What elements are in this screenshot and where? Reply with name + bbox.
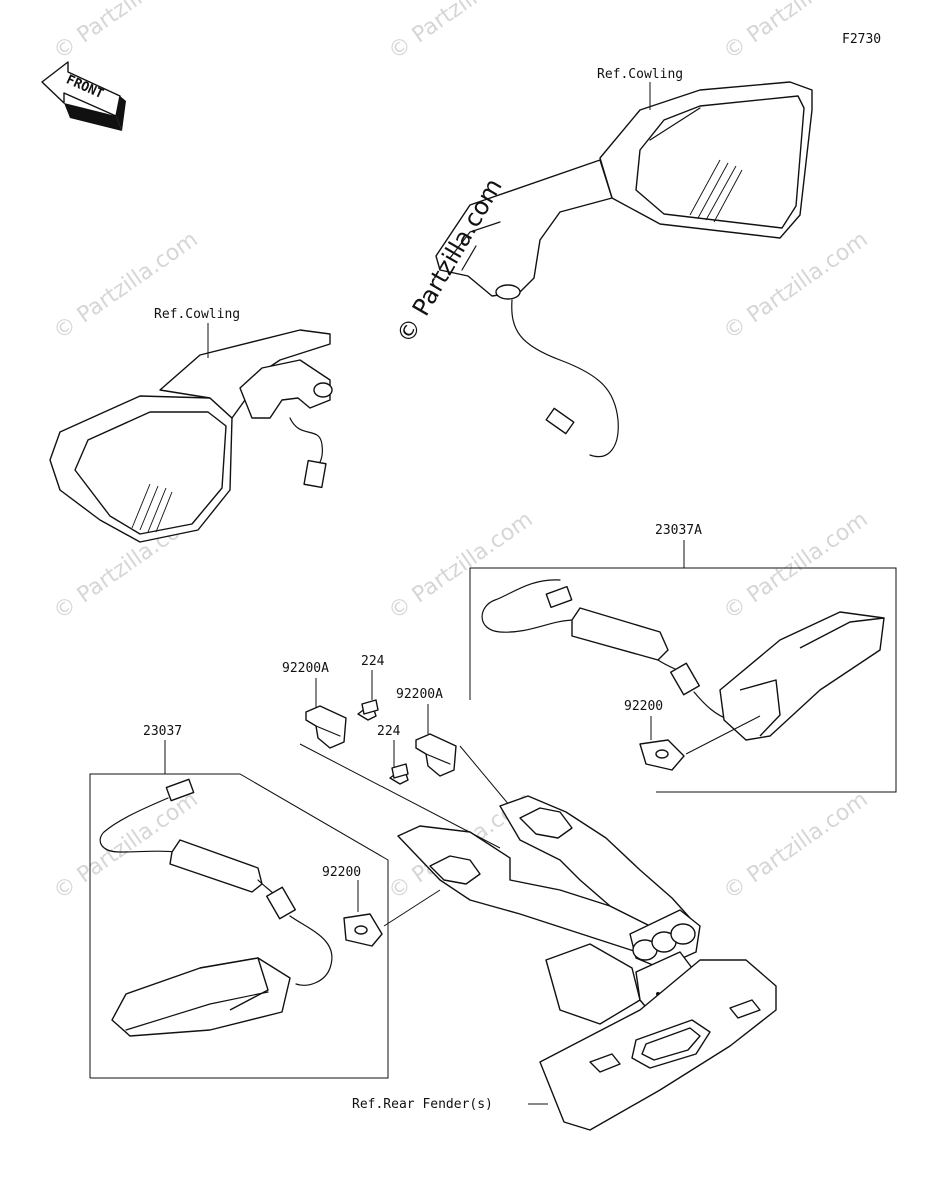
watermark: © Partzilla.com (384, 507, 537, 625)
watermark: © Partzilla.com (49, 0, 202, 65)
rear-fender-assembly: Ref.Rear Fender(s) (352, 795, 777, 1131)
part-label-224-upper: 224 (361, 654, 385, 669)
turn-signal-left-group: 23037 92200 (89, 724, 441, 1079)
front-arrow-icon: FRONT (41, 61, 126, 131)
part-label-92200-left: 92200 (322, 865, 361, 880)
watermark: © Partzilla.com (49, 227, 202, 345)
part-label-92200A-lower: 92200A (396, 687, 443, 702)
part-label-92200A-upper: 92200A (282, 661, 329, 676)
part-label-23037A: 23037A (655, 523, 702, 538)
watermark: © Partzilla.com (719, 507, 872, 625)
ref-rear-fender-label: Ref.Rear Fender(s) (352, 1097, 493, 1112)
figure-code: F2730 (842, 32, 881, 47)
part-label-224-lower: 224 (377, 724, 401, 739)
left-mirror: Ref.Cowling (49, 307, 333, 543)
part-label-23037: 23037 (143, 724, 182, 739)
right-mirror: Ref.Cowling (435, 67, 813, 458)
ref-cowling-right-label: Ref.Cowling (597, 67, 683, 82)
watermark: © Partzilla.com (719, 227, 872, 345)
part-label-92200-right: 92200 (624, 699, 663, 714)
watermark: © Partzilla.com (384, 0, 537, 65)
ref-cowling-left-label: Ref.Cowling (154, 307, 240, 322)
bracket-screw-set: 92200A 224 92200A 224 (282, 654, 531, 849)
watermark: © Partzilla.com (719, 787, 872, 905)
turn-signal-right-group: 23037A 92200 (469, 523, 897, 793)
